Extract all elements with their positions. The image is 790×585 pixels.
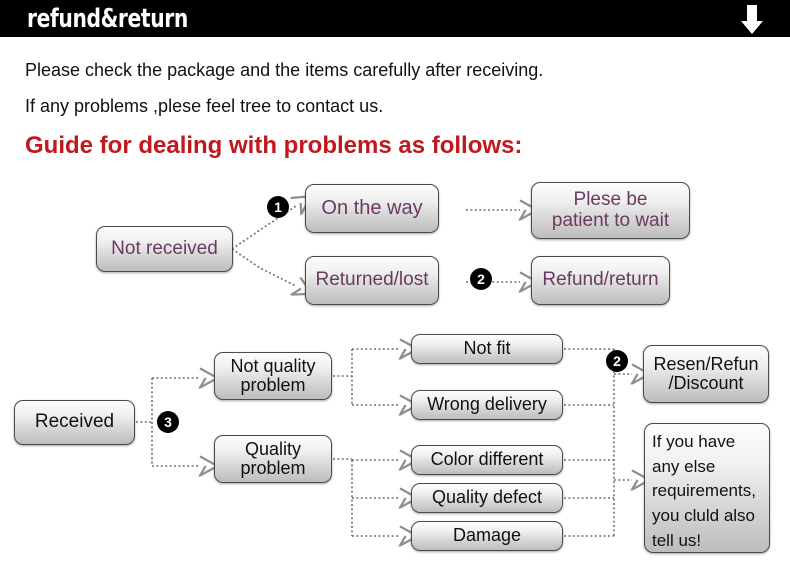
- node-label: Quality defect: [431, 487, 543, 508]
- node-label-line-1: Plese be: [573, 188, 648, 210]
- node-refund-return[interactable]: Refund/return: [531, 256, 670, 305]
- node-label: Refund/return: [542, 269, 659, 291]
- node-returned-lost[interactable]: Returned/lost: [305, 256, 439, 305]
- node-not-received[interactable]: Not received: [96, 226, 233, 272]
- node-received[interactable]: Received: [14, 400, 135, 445]
- step-marker-3: 3: [157, 411, 179, 433]
- note-line-1: If you have: [652, 432, 736, 451]
- node-label: Color different: [430, 449, 544, 470]
- node-not-fit[interactable]: Not fit: [411, 334, 563, 364]
- guide-heading: Guide for dealing with problems as follo…: [25, 132, 523, 159]
- node-quality-defect[interactable]: Quality defect: [411, 483, 563, 513]
- intro-line-1: Please check the package and the items c…: [25, 60, 544, 80]
- step-marker-2-bottom: 2: [606, 350, 628, 372]
- node-label-line-2: patient to wait: [551, 209, 670, 231]
- note-line-2: any else: [652, 456, 716, 476]
- page-header: refund&return: [0, 0, 790, 37]
- node-label-line-1: Not quality: [230, 355, 316, 376]
- node-extra-requirements-note[interactable]: If you have any else requirements, you c…: [644, 423, 770, 553]
- node-quality-problem[interactable]: Quality problem: [214, 435, 332, 483]
- node-please-be-patient[interactable]: Plese be patient to wait: [531, 182, 690, 239]
- node-label: Not received: [111, 237, 218, 259]
- node-label-line-2: problem: [240, 375, 306, 395]
- node-label: Wrong delivery: [427, 394, 547, 415]
- node-label-line-2: /Discount: [668, 373, 744, 393]
- node-not-quality-problem[interactable]: Not quality problem: [214, 352, 332, 400]
- node-on-the-way[interactable]: On the way: [305, 184, 439, 233]
- node-color-different[interactable]: Color different: [411, 445, 563, 475]
- intro-line-2: If any problems ,plese feel tree to cont…: [25, 96, 384, 116]
- node-label: Received: [34, 411, 115, 433]
- step-marker-1: 1: [267, 196, 289, 218]
- node-label-line-1: Resen/Refun: [653, 353, 759, 374]
- step-marker-2-top: 2: [470, 268, 492, 290]
- note-line-4: you cluld also: [652, 505, 756, 525]
- node-resend-refund-discount[interactable]: Resen/Refun /Discount: [643, 345, 769, 403]
- node-label: On the way: [321, 196, 423, 219]
- page-title: refund&return: [27, 4, 188, 34]
- arrow-down-icon: [741, 5, 763, 34]
- node-label: Not fit: [463, 338, 511, 359]
- node-label: Returned/lost: [315, 269, 429, 291]
- node-label: Damage: [452, 525, 522, 546]
- note-line-5: tell us!: [652, 530, 702, 550]
- node-damage[interactable]: Damage: [411, 521, 563, 551]
- node-wrong-delivery[interactable]: Wrong delivery: [411, 390, 563, 420]
- node-label-line-1: Quality: [244, 438, 302, 459]
- node-label-line-2: problem: [240, 458, 306, 478]
- note-line-3: requirements,: [652, 481, 756, 501]
